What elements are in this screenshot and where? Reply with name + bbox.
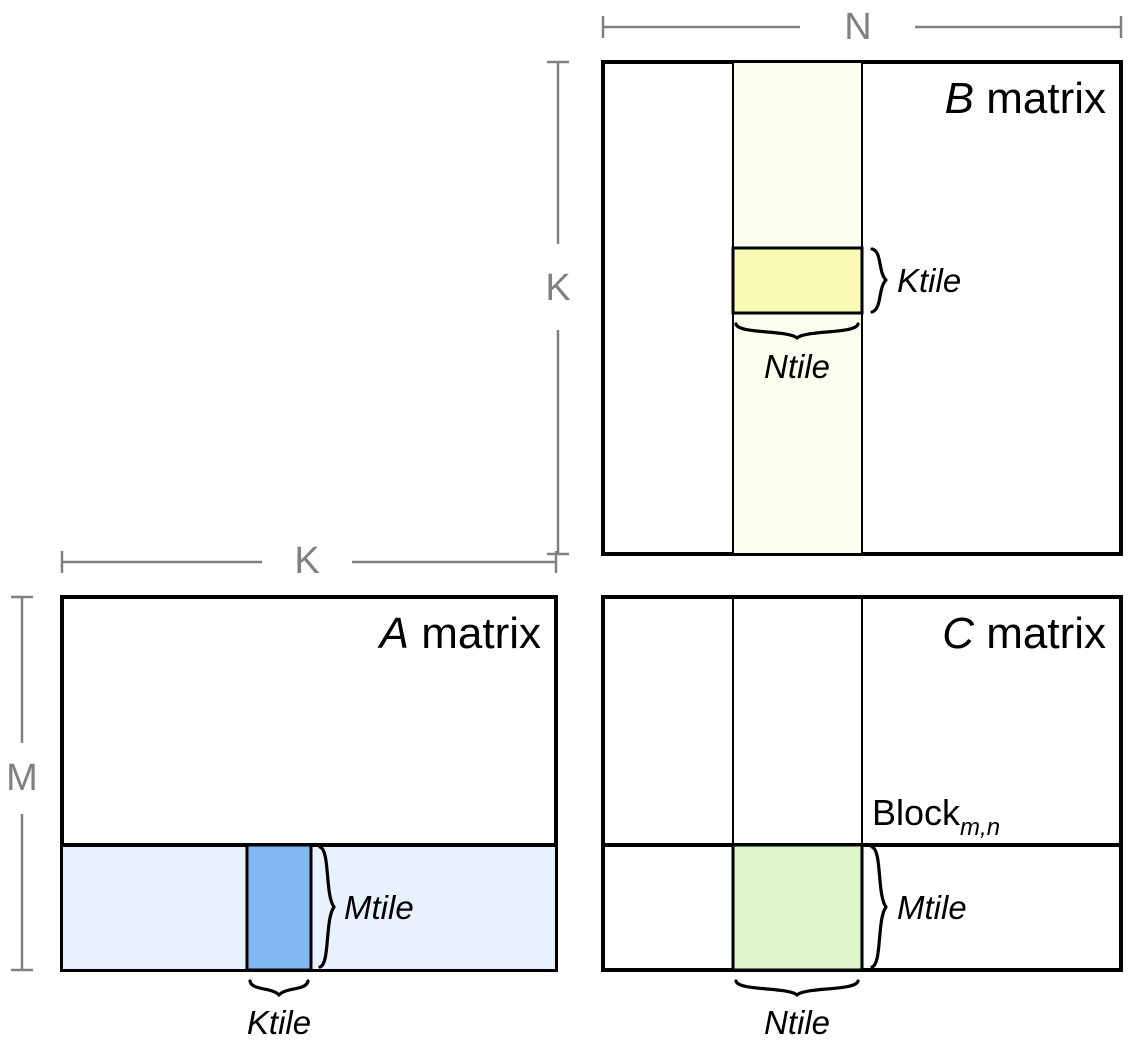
c-matrix-tile: [731, 843, 864, 972]
c-mtile-brace: [870, 845, 888, 969]
b-ktile-brace: [870, 247, 888, 314]
c-ntile-label: Ntile: [764, 1004, 830, 1041]
dimension-m: M: [6, 595, 38, 972]
dimension-label-k-vertical: K: [545, 267, 570, 309]
a-ktile-brace: [248, 979, 310, 997]
b-ntile-label: Ntile: [764, 348, 830, 385]
matrix-a: A matrix Mtile Ktile: [60, 595, 558, 1041]
dimension-n: N: [601, 6, 1123, 48]
a-matrix-tile: [245, 843, 313, 972]
matrix-c: C matrix Blockm,n Mtile Ntile: [601, 595, 1123, 1041]
dimension-k-horizontal: K: [60, 540, 558, 582]
dimension-label-k-horizontal: K: [294, 540, 319, 582]
a-ktile-label: Ktile: [247, 1004, 311, 1041]
a-matrix-label: A matrix: [377, 609, 541, 658]
dimension-label-m: M: [6, 757, 38, 799]
b-ntile-brace: [734, 322, 860, 340]
c-block-label: Blockm,n: [872, 792, 1000, 841]
dimension-label-n: N: [844, 6, 871, 48]
dimension-k-vertical: K: [545, 60, 571, 556]
c-ntile-brace: [734, 979, 860, 997]
matrix-b: B matrix Ktile Ntile: [601, 60, 1123, 556]
c-matrix-label: C matrix: [942, 609, 1106, 658]
a-mtile-label: Mtile: [344, 889, 414, 926]
c-mtile-label: Mtile: [897, 889, 967, 926]
a-mtile-brace: [318, 845, 336, 969]
b-matrix-tile: [731, 246, 864, 315]
b-ktile-label: Ktile: [897, 262, 961, 299]
b-matrix-label: B matrix: [945, 74, 1106, 123]
